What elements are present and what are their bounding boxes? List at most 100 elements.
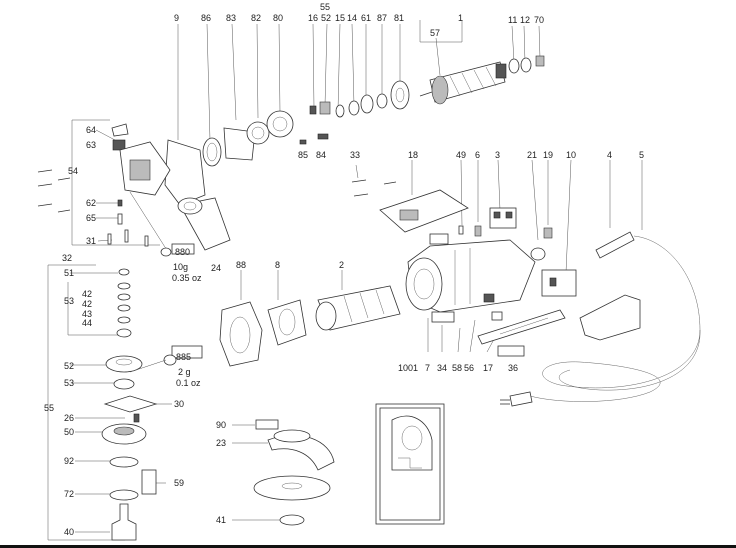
label-88: 88: [236, 260, 246, 270]
label-55-top: 55: [320, 2, 330, 12]
label-10g: 10g: [173, 262, 188, 272]
label-17: 17: [483, 363, 493, 373]
label-64: 64: [86, 125, 96, 135]
label-53-stack: 53: [64, 296, 74, 306]
part-58: [483, 293, 495, 303]
screw-31-c: [144, 235, 149, 247]
label-82: 82: [251, 13, 261, 23]
part-21: [530, 247, 546, 261]
spindle-40: [111, 503, 137, 541]
label-83: 83: [226, 13, 236, 23]
bearing-86: [202, 137, 222, 167]
label-56: 56: [464, 363, 474, 373]
label-81: 81: [394, 13, 404, 23]
label-44: 44: [82, 318, 92, 328]
screw-26: [133, 413, 140, 423]
part-49: [458, 225, 464, 235]
label-885: 885: [176, 352, 191, 362]
ring-12: [520, 57, 532, 73]
label-42-a: 42: [82, 289, 92, 299]
detail-box-1001: [375, 403, 445, 525]
label-87: 87: [377, 13, 387, 23]
label-3: 3: [495, 150, 500, 160]
washer-42-a: [117, 282, 131, 290]
label-53-bearing: 53: [64, 378, 74, 388]
label-65: 65: [86, 213, 96, 223]
label-23: 23: [216, 438, 226, 448]
label-51: 51: [64, 268, 74, 278]
bearing-61: [360, 94, 374, 114]
label-54: 54: [68, 166, 78, 176]
bearing-53: [113, 378, 135, 390]
washer-51: [118, 268, 130, 276]
screw-65: [117, 213, 123, 225]
label-85: 85: [298, 150, 308, 160]
bevel-gear-52: [105, 355, 143, 373]
label-40: 40: [64, 527, 74, 537]
label-36: 36: [508, 363, 518, 373]
label-32: 32: [62, 253, 72, 263]
label-16: 16: [308, 13, 318, 23]
part-19: [543, 227, 553, 239]
button-63: [112, 139, 126, 151]
disc: [253, 475, 331, 501]
label-0-1oz: 0.1 oz: [176, 378, 201, 388]
label-18: 18: [408, 150, 418, 160]
label-49: 49: [456, 150, 466, 160]
label-2: 2: [339, 260, 344, 270]
washer-15: [335, 104, 345, 118]
gear-head-group: [37, 123, 195, 257]
armature-group: [164, 55, 545, 206]
cover-18: [379, 189, 469, 233]
grease-880: [171, 243, 195, 255]
screw-33-b: [353, 193, 369, 197]
electronics-10: [541, 269, 577, 297]
label-10: 10: [566, 150, 576, 160]
label-34: 34: [437, 363, 447, 373]
label-24: 24: [211, 263, 221, 273]
part-56: [491, 311, 503, 321]
label-12: 12: [520, 15, 530, 25]
label-61: 61: [361, 13, 371, 23]
label-90: [255, 419, 279, 430]
label-43: 43: [82, 309, 92, 319]
ring-82: [246, 121, 270, 145]
label-80: 80: [273, 13, 283, 23]
label-58: 58: [452, 363, 462, 373]
bearing-11: [508, 58, 520, 74]
label-62: 62: [86, 198, 96, 208]
washer-43: [117, 304, 131, 312]
washer-14: [348, 100, 360, 116]
screw-31-a: [107, 233, 112, 245]
part-6: [474, 225, 482, 237]
label-31: 31: [86, 236, 96, 246]
fan-81: [390, 80, 410, 110]
washer-42-b: [117, 293, 131, 301]
label-4: 4: [607, 150, 612, 160]
label-42-b: 42: [82, 299, 92, 309]
label-86: 86: [201, 13, 211, 23]
label-1: 1: [458, 13, 463, 23]
nut-16: [309, 105, 317, 115]
label-90: 90: [216, 420, 226, 430]
bottom-rule: [0, 545, 736, 548]
label-6: 6: [475, 150, 480, 160]
sleeve-70: [535, 55, 545, 67]
label-52-gear: 52: [64, 361, 74, 371]
brush-84: [317, 133, 329, 140]
parts-59: [141, 469, 157, 495]
label-63: 63: [86, 140, 96, 150]
brush-parts: [299, 133, 329, 145]
label-2g: 2 g: [178, 367, 191, 377]
brush-85: [299, 139, 307, 145]
label-41: 41: [216, 515, 226, 525]
seal-92: [109, 456, 139, 468]
ring-87: [376, 93, 388, 109]
label-11: 11: [508, 15, 517, 25]
pinion-52: [319, 101, 331, 115]
label-0-35oz: 0.35 oz: [172, 273, 202, 283]
label-52-top: 52: [321, 13, 331, 23]
screw-31-b: [124, 229, 129, 243]
label-57: 57: [430, 28, 440, 38]
